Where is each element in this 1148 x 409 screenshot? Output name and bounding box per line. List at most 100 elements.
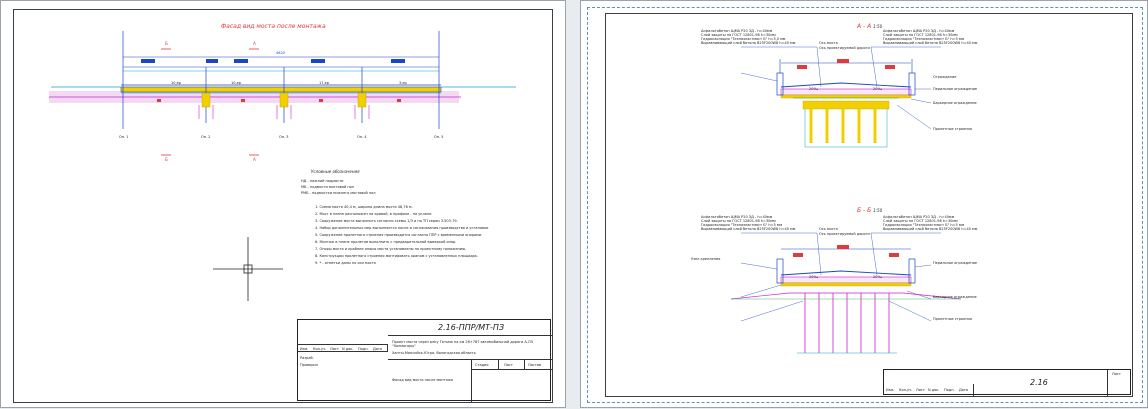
section-b-drawing [730, 232, 962, 354]
section-a-label-barrier: Барьерное ограждение [933, 101, 977, 105]
section-a-callout-right-1: Асфальтобетон ЩМА Р20 ЗД - h=40мм [883, 29, 955, 33]
section-a-label-railing: Перильное ограждение [933, 87, 978, 91]
section-a-callout-right-2: Слой защиты по ГОСТ 12801-98 h=30мм [883, 33, 958, 37]
tb-row-ndoc: N док. [342, 347, 354, 351]
section-a-scale: 1:50 [873, 24, 883, 29]
section-b-callout-left-1: Асфальтобетон ЩМА Р20 ЗД - h=40мм [701, 215, 773, 219]
dim-label-1: 4620 [276, 51, 285, 55]
right-tb-row-list: Лист [916, 388, 925, 392]
span-label-2: 10,ер [231, 81, 241, 85]
section-b-callout-right-2: Слой защиты по ГОСТ 12801-98 h=30мм [883, 219, 958, 223]
tb-sheet-name-cell: Фасад вид моста после монтажа [388, 360, 472, 402]
tb-sheets: Листов [528, 363, 542, 367]
tb-code-cell: 2.16-ППР/МТ-ПЗ [388, 320, 552, 336]
section-a-callout-right-3: Гидроизоляция "Техноэластмост Б" h=5 мм [883, 37, 965, 41]
tb-row-kol: Кол.уч. [313, 347, 327, 351]
tb-stage: Стадия [475, 363, 489, 367]
tb-sheet-name: Фасад вид моста после монтажа [392, 378, 454, 382]
section-b-title-text: Б - Б [857, 207, 872, 214]
section-b-label-node: Узел крепления [691, 257, 721, 261]
span-label-4: 3,ер [399, 81, 407, 85]
section-a-callout-left-2: Слой защиты по ГОСТ 12801-98 h=30мм [701, 33, 776, 37]
note-1: 1. Схема моста 40,4 м, ширина длина мост… [315, 205, 413, 209]
notes-list: 1. Схема моста 40,4 м, ширина длина мост… [315, 205, 543, 265]
section-b-callout-left-4: Выравнивающий слой бетона В25F200W8 h=40… [701, 227, 796, 231]
tb-code: 2.16-ППР/МТ-ПЗ [438, 323, 505, 332]
right-tb-code-cell: 2.16 [974, 370, 1108, 396]
section-b-label-axis: Ось моста [819, 227, 838, 231]
section-b-slope-right: 20‰ [873, 275, 883, 279]
section-b-label-railing: Перильное ограждение [933, 261, 978, 265]
span-label-3: 17,ер [319, 81, 329, 85]
tb-row-izm: Изм. [300, 347, 309, 351]
note-8: 8. Конструкции пролетного строения монти… [315, 254, 478, 258]
support-label-1: Оп. 1 [119, 135, 129, 139]
right-tb-code: 2.16 [1030, 378, 1048, 387]
section-a-callouts-left: Асфальтобетон ЩМА Р20 ЗД - h=40мм Слой з… [701, 29, 795, 45]
section-b-callout-right-3: Гидроизоляция "Техноэластмост Б" h=5 мм [883, 223, 965, 227]
tb-row-podp: Подп. [358, 347, 369, 351]
right-tb-row-izm: Изм. [886, 388, 895, 392]
left-drawing-sheet[interactable]: Фасад вид моста после монтажа [0, 0, 566, 408]
note-5: 5. Сооружение пролетного строения произв… [315, 233, 483, 237]
section-b-label-barrier: Барьерное ограждение [933, 295, 977, 299]
section-a-title-text: А - А [857, 23, 872, 30]
right-tb-sheet-label: Лист [1112, 372, 1121, 376]
support-label-4: Оп. 4 [357, 135, 367, 139]
section-b-callout-left-3: Гидроизоляция "Техноэластмост Б" h=5 мм [701, 223, 783, 227]
tb-sheet-cell: Лист [499, 360, 525, 370]
section-b-title: Б - Б 1:50 [857, 207, 882, 214]
tb-role-checker: Проверил [300, 363, 318, 367]
tb-rev-header: Изм. Кол.уч. Лист N док. Подп. Дата [298, 344, 388, 352]
section-a-slope-right: 20‰ [873, 87, 883, 91]
section-a-label-fence: Ограждение [933, 75, 957, 79]
tb-project-sub: Ханты-Мансийск-Югра, Вологодская область [392, 351, 476, 355]
section-mark-a-top: А [253, 41, 256, 46]
section-a-callout-right-4: Выравнивающий слой бетона В25F200W8 h=40… [883, 41, 978, 45]
section-a-callout-left-3: Гидроизоляция "Техноэластмост Б" h=5,0 м… [701, 37, 786, 41]
section-mark-a-bottom: А [253, 157, 256, 162]
note-2: 2. Мост в плане расположен на кривой, в … [315, 212, 433, 216]
tb-row-data: Дата [373, 347, 383, 351]
section-a-label-road-axis: Ось проектируемой дороги [819, 46, 870, 50]
legend-item-1: НД - нижний подмости [301, 179, 344, 183]
tb-sheets-cell: Листов [525, 360, 552, 370]
tb-row-list: Лист [330, 347, 339, 351]
section-a-label-superstructure: Пролетные строения [933, 127, 972, 131]
right-drawing-sheet[interactable]: А - А 1:50 [580, 0, 1148, 408]
right-sheet-outer-frame [587, 7, 1143, 403]
section-a-title: А - А 1:50 [857, 23, 882, 30]
section-mark-b-top: Б [165, 41, 168, 46]
right-sheet-frame [605, 13, 1133, 397]
tb-stage-cell: Стадия [472, 360, 499, 370]
section-a-slope-left: 20‰ [809, 87, 819, 91]
section-b-callouts-left: Асфальтобетон ЩМА Р20 ЗД - h=40мм Слой з… [701, 215, 795, 231]
right-tb-row-podp: Подп. [944, 388, 955, 392]
legend-item-3: РМБ - подмостки нижнего мостовой пол [301, 191, 376, 195]
left-sheet-frame [13, 9, 553, 403]
tb-project: Проект моста через реку Тотьма на км 26+… [392, 340, 533, 348]
section-b-scale: 1:50 [873, 208, 883, 213]
section-a-callouts-right: Асфальтобетон ЩМА Р20 ЗД - h=40мм Слой з… [883, 29, 977, 45]
section-mark-b-bottom: Б [165, 157, 168, 162]
section-a-callout-left-4: Выравнивающий слой бетона В25F200W8 h=40… [701, 41, 796, 45]
note-4: 4. Набор дополнительных мер выполняется … [315, 226, 489, 230]
right-title-block: Изм. Кол.уч. Лист N док. Подп. Дата 2.16… [883, 369, 1131, 396]
tb-role-developer: Разраб. [300, 356, 314, 360]
section-a-drawing [740, 46, 941, 148]
tb-sheet: Лист [504, 363, 513, 367]
section-b-callout-right-1: Асфальтобетон ЩМА Р20 ЗД - h=40мм [883, 215, 955, 219]
section-a-label-axis: Ось моста [819, 41, 838, 45]
note-7: 7. Опоры моста и крайние опоры моста уст… [315, 247, 467, 251]
left-title-block: 2.16-ППР/МТ-ПЗ Проект моста через реку Т… [297, 319, 552, 402]
right-tb-row-kol: Кол.уч. [899, 388, 913, 392]
legend-heading: Условные обозначения [311, 169, 360, 174]
legend-item-2: МБ - подмости мостовой пол [301, 185, 355, 189]
section-b-callout-left-2: Слой защиты по ГОСТ 12801-98 h=30мм [701, 219, 776, 223]
bridge-elevation-drawing [49, 31, 516, 156]
right-tb-row-ndoc: N док. [928, 388, 940, 392]
section-a-callout-left-1: Асфальтобетон ЩМА Р20 ЗД - h=40мм [701, 29, 773, 33]
span-label-1: 10,ер [171, 81, 181, 85]
section-b-label-road-axis: Ось проектируемой дороги [819, 232, 870, 236]
support-label-2: Оп. 2 [201, 135, 211, 139]
